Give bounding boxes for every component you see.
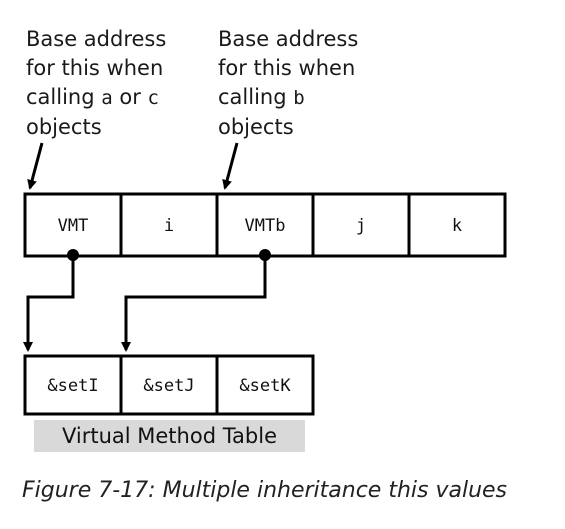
left-annotation-calling: calling (26, 85, 102, 109)
right-annotation-line1: Base address (218, 27, 359, 51)
vmt-pointer-line (23, 255, 75, 352)
right-annotation-arrow (222, 142, 239, 190)
right-annotation-b: b (293, 87, 305, 109)
left-annotation-line4: objects (26, 115, 102, 139)
figure-caption: Figure 7-17: Multiple inheritance this v… (22, 478, 508, 503)
object-field-i: i (119, 192, 219, 258)
vmt-pointer (23, 249, 79, 352)
left-annotation: Base address for this when calling a or … (26, 25, 166, 142)
object-field-vmt-label: VMT (58, 216, 89, 236)
left-annotation-line2: for this when (26, 56, 164, 80)
object-field-vmt: VMT (23, 192, 123, 258)
object-field-i-label: i (164, 216, 174, 236)
left-annotation-line1: Base address (26, 27, 167, 51)
left-annotation-a: a (101, 87, 113, 109)
vmt-entry-setk: &setK (215, 354, 315, 416)
left-annotation-c: c (147, 87, 159, 109)
vmt-entry-setk-label: &setK (239, 376, 291, 396)
object-field-j-label: j (356, 216, 366, 236)
right-annotation-calling: calling (218, 85, 294, 109)
object-field-k-label: k (452, 216, 462, 236)
object-layout: VMT i VMTb j k (23, 192, 507, 258)
left-annotation-or: or (112, 85, 148, 109)
object-field-k: k (407, 192, 507, 258)
vmt-entry-seti-label: &setI (47, 376, 98, 396)
virtual-method-table: &setI &setJ &setK (23, 354, 315, 416)
vmtb-pointer-line (121, 255, 267, 352)
vmt-entry-seti: &setI (23, 354, 123, 416)
right-annotation-line3: calling b (218, 83, 358, 113)
right-annotation-line4: objects (218, 115, 294, 139)
vmtb-pointer (121, 249, 271, 352)
object-field-vmtb: VMTb (215, 192, 315, 258)
left-annotation-line3: calling a or c (26, 83, 166, 113)
vmt-label: Virtual Method Table (34, 420, 305, 452)
right-annotation: Base address for this when calling b obj… (218, 25, 358, 142)
right-annotation-line2: for this when (218, 56, 356, 80)
object-field-j: j (311, 192, 411, 258)
vmt-entry-setj: &setJ (119, 354, 219, 416)
vmt-entry-setj-label: &setJ (143, 376, 194, 396)
inheritance-diagram: VMT i VMTb j k &setI (23, 142, 507, 416)
object-field-vmtb-label: VMTb (245, 216, 286, 236)
left-annotation-arrow (27, 142, 44, 190)
